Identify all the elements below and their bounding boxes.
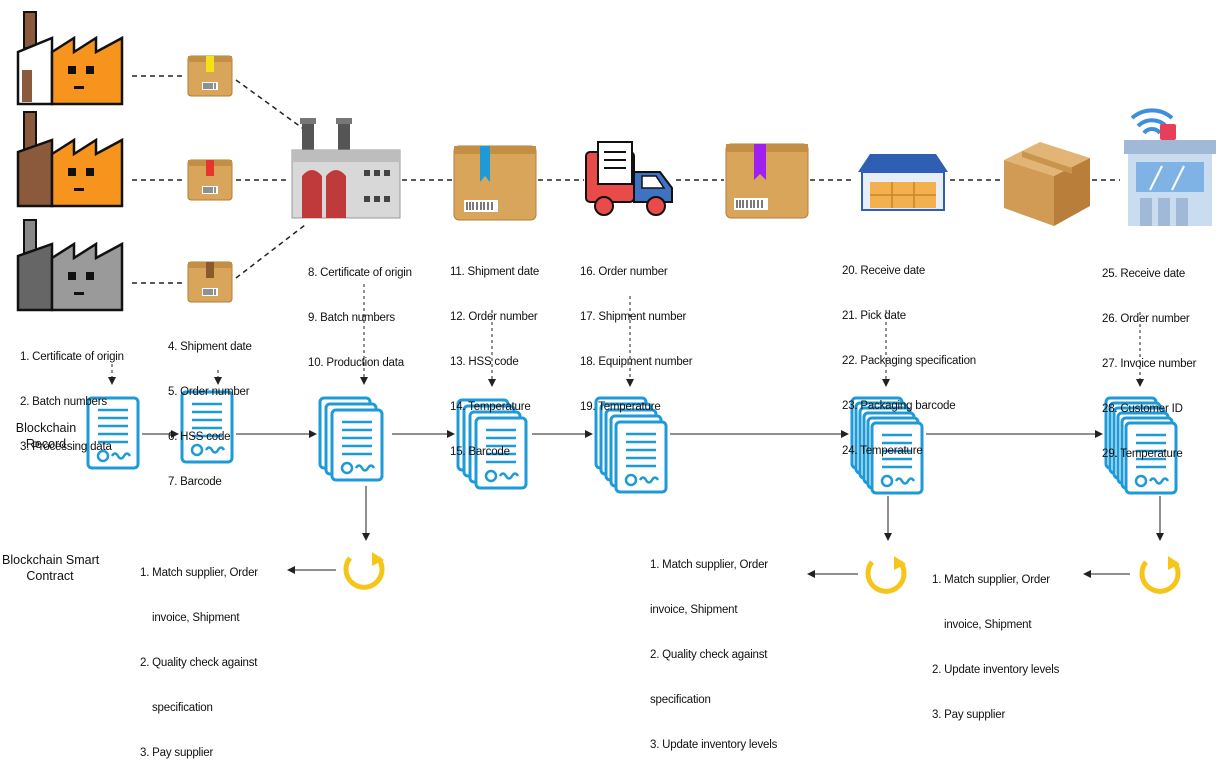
label-line: 4. Shipment date: [168, 341, 252, 353]
box-yellow-icon: [187, 55, 233, 97]
label-line: 10. Production data: [308, 357, 404, 369]
label-line: 24. Temperature: [842, 445, 923, 457]
contract-line: invoice, Shipment: [650, 604, 738, 616]
label-line: 27. Invoice number: [1102, 358, 1197, 370]
label-line: 13. HSS code: [450, 356, 519, 368]
label-line: 16. Order number: [580, 266, 668, 278]
factory-brown-icon: [16, 111, 124, 208]
factory-data-label: 1. Certificate of origin 2. Batch number…: [20, 320, 124, 470]
contract-line: invoice, Shipment: [944, 619, 1032, 631]
supply-chain-diagram: [16, 11, 1216, 612]
label-line: 8. Certificate of origin: [308, 267, 412, 279]
label-line: 25. Receive date: [1102, 268, 1186, 280]
factory-orange-icon: [16, 11, 124, 106]
package-data-label: 11. Shipment date 12. Order number 13. H…: [450, 235, 539, 475]
contract-arrows: [287, 486, 1164, 578]
label-line: 20. Receive date: [842, 265, 926, 277]
label-line: 22. Packaging specification: [842, 355, 976, 367]
label-line: 7. Barcode: [168, 476, 222, 488]
contract-line: invoice, Shipment: [152, 612, 240, 624]
factory-gray-icon: [16, 219, 124, 312]
label-line: 29. Temperature: [1102, 448, 1183, 460]
label-line: 19. Temperature: [580, 401, 661, 413]
label-line: 28. Customer ID: [1102, 403, 1183, 415]
label-line: 18. Equipment number: [580, 356, 693, 368]
label-line: 9. Batch numbers: [308, 312, 395, 324]
blockchain-record-label: Blockchain Record: [15, 421, 77, 451]
supplier-shipment-label: 4. Shipment date 5. Order number 6. HSS …: [168, 310, 252, 505]
contract-line: 1. Match supplier, Order: [932, 574, 1050, 586]
contract-1-text: 1. Match supplier, Order invoice, Shipme…: [140, 536, 258, 776]
contract-line: 3. Update inventory levels: [650, 739, 778, 751]
label-line: 6. HSS code: [168, 431, 231, 443]
box-brown-icon: [187, 261, 233, 303]
label-line: 5. Order number: [168, 386, 250, 398]
delivery-truck-icon: [585, 141, 673, 216]
package-purple-icon: [725, 143, 809, 219]
manufacturing-plant-icon: [291, 118, 401, 219]
contract-line: 1. Match supplier, Order: [140, 567, 258, 579]
label-line: 12. Order number: [450, 311, 538, 323]
label-line: 2. Batch numbers: [20, 396, 107, 408]
truck-data-label: 16. Order number 17. Shipment number 18.…: [580, 235, 693, 430]
smart-contract-cycle-icon-3: [1142, 556, 1180, 591]
package-blue-icon: [453, 145, 537, 221]
contract-line: specification: [152, 702, 213, 714]
contract-line: 1. Match supplier, Order: [650, 559, 768, 571]
store-data-label: 25. Receive date 26. Order number 27. In…: [1102, 237, 1196, 477]
store-icon: [1124, 108, 1216, 226]
box-red-icon: [187, 159, 233, 201]
smart-contract-cycle-icon-2: [868, 556, 906, 591]
label-line: 23. Packaging barcode: [842, 400, 956, 412]
vertical-dashed-arrows: [108, 284, 1144, 387]
warehouse-icon: [858, 154, 948, 211]
label-line: 1. Certificate of origin: [20, 351, 124, 363]
contract-3-text: 1. Match supplier, Order invoice, Shipme…: [932, 543, 1059, 738]
label-line: 3. Processing data: [20, 441, 112, 453]
top-dashed-links: [132, 75, 1120, 284]
label-line: 15. Barcode: [450, 446, 510, 458]
manufacturer-data-label: 8. Certificate of origin 9. Batch number…: [308, 236, 412, 386]
contract-line: 3. Pay supplier: [140, 747, 214, 759]
contract-line: 2. Quality check against: [650, 649, 768, 661]
contract-2-text: 1. Match supplier, Order invoice, Shipme…: [650, 528, 777, 768]
cardboard-box-icon: [1004, 142, 1090, 226]
warehouse-data-label: 20. Receive date 21. Pick date 22. Packa…: [842, 234, 976, 474]
contract-line: 2. Quality check against: [140, 657, 258, 669]
label-line: 21. Pick date: [842, 310, 906, 322]
label-line: 11. Shipment date: [450, 266, 540, 278]
smart-contract-cycle-icon-1: [346, 552, 384, 587]
label-line: 17. Shipment number: [580, 311, 687, 323]
record-doc-stack-3: [318, 396, 384, 482]
contract-line: 2. Update inventory levels: [932, 664, 1060, 676]
label-line: 26. Order number: [1102, 313, 1190, 325]
contract-line: specification: [650, 694, 711, 706]
smart-contract-label: Blockchain Smart Contract: [2, 553, 100, 583]
contract-line: 3. Pay supplier: [932, 709, 1006, 721]
label-line: 14. Temperature: [450, 401, 531, 413]
